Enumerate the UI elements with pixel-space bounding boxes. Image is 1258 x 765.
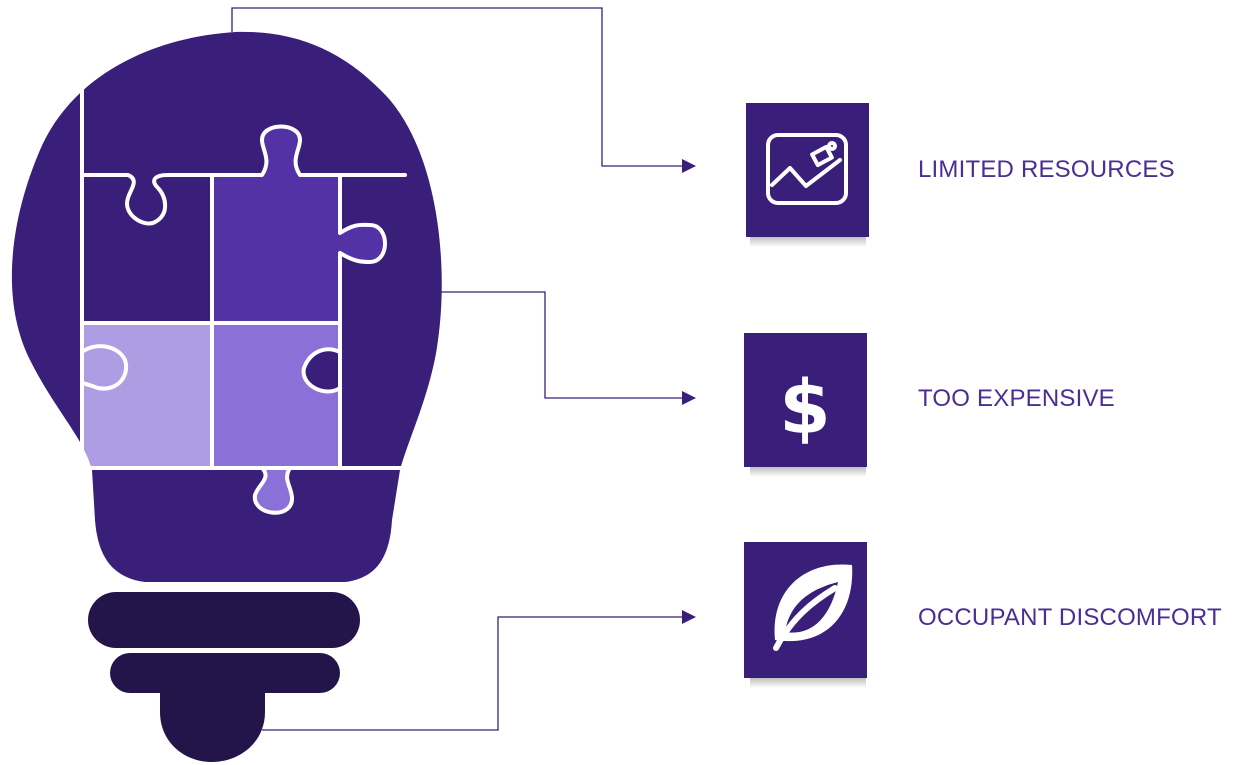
puzzle-outlines [80, 76, 407, 515]
icon-tile-2: $ [744, 333, 867, 477]
puzzle-piece-bottom-right [212, 323, 340, 468]
label-too-expensive: TOO EXPENSIVE [918, 385, 1115, 412]
dollar-icon: $ [779, 365, 831, 451]
label-occupant-discomfort: OCCUPANT DISCOMFORT [918, 604, 1222, 631]
icon-tile-3 [744, 542, 867, 688]
icon-tile-1 [746, 103, 869, 247]
bulb-base-ring-2 [110, 653, 340, 693]
connector-2 [410, 291, 688, 399]
puzzle-knob-bottom [254, 468, 293, 513]
arrowhead-2 [682, 391, 696, 405]
connectors [231, 7, 696, 731]
connector-3 [262, 616, 688, 731]
label-limited-resources: LIMITED RESOURCES [918, 156, 1175, 183]
leaf-icon [773, 564, 853, 651]
bulb-base-tip [160, 690, 265, 762]
bulb-base-ring-1 [88, 592, 360, 648]
arrowhead-3 [682, 610, 696, 624]
puzzle-piece-top-left [82, 70, 212, 323]
image-icon [766, 133, 848, 205]
arrowhead-1 [682, 159, 696, 173]
connector-1 [231, 7, 688, 167]
